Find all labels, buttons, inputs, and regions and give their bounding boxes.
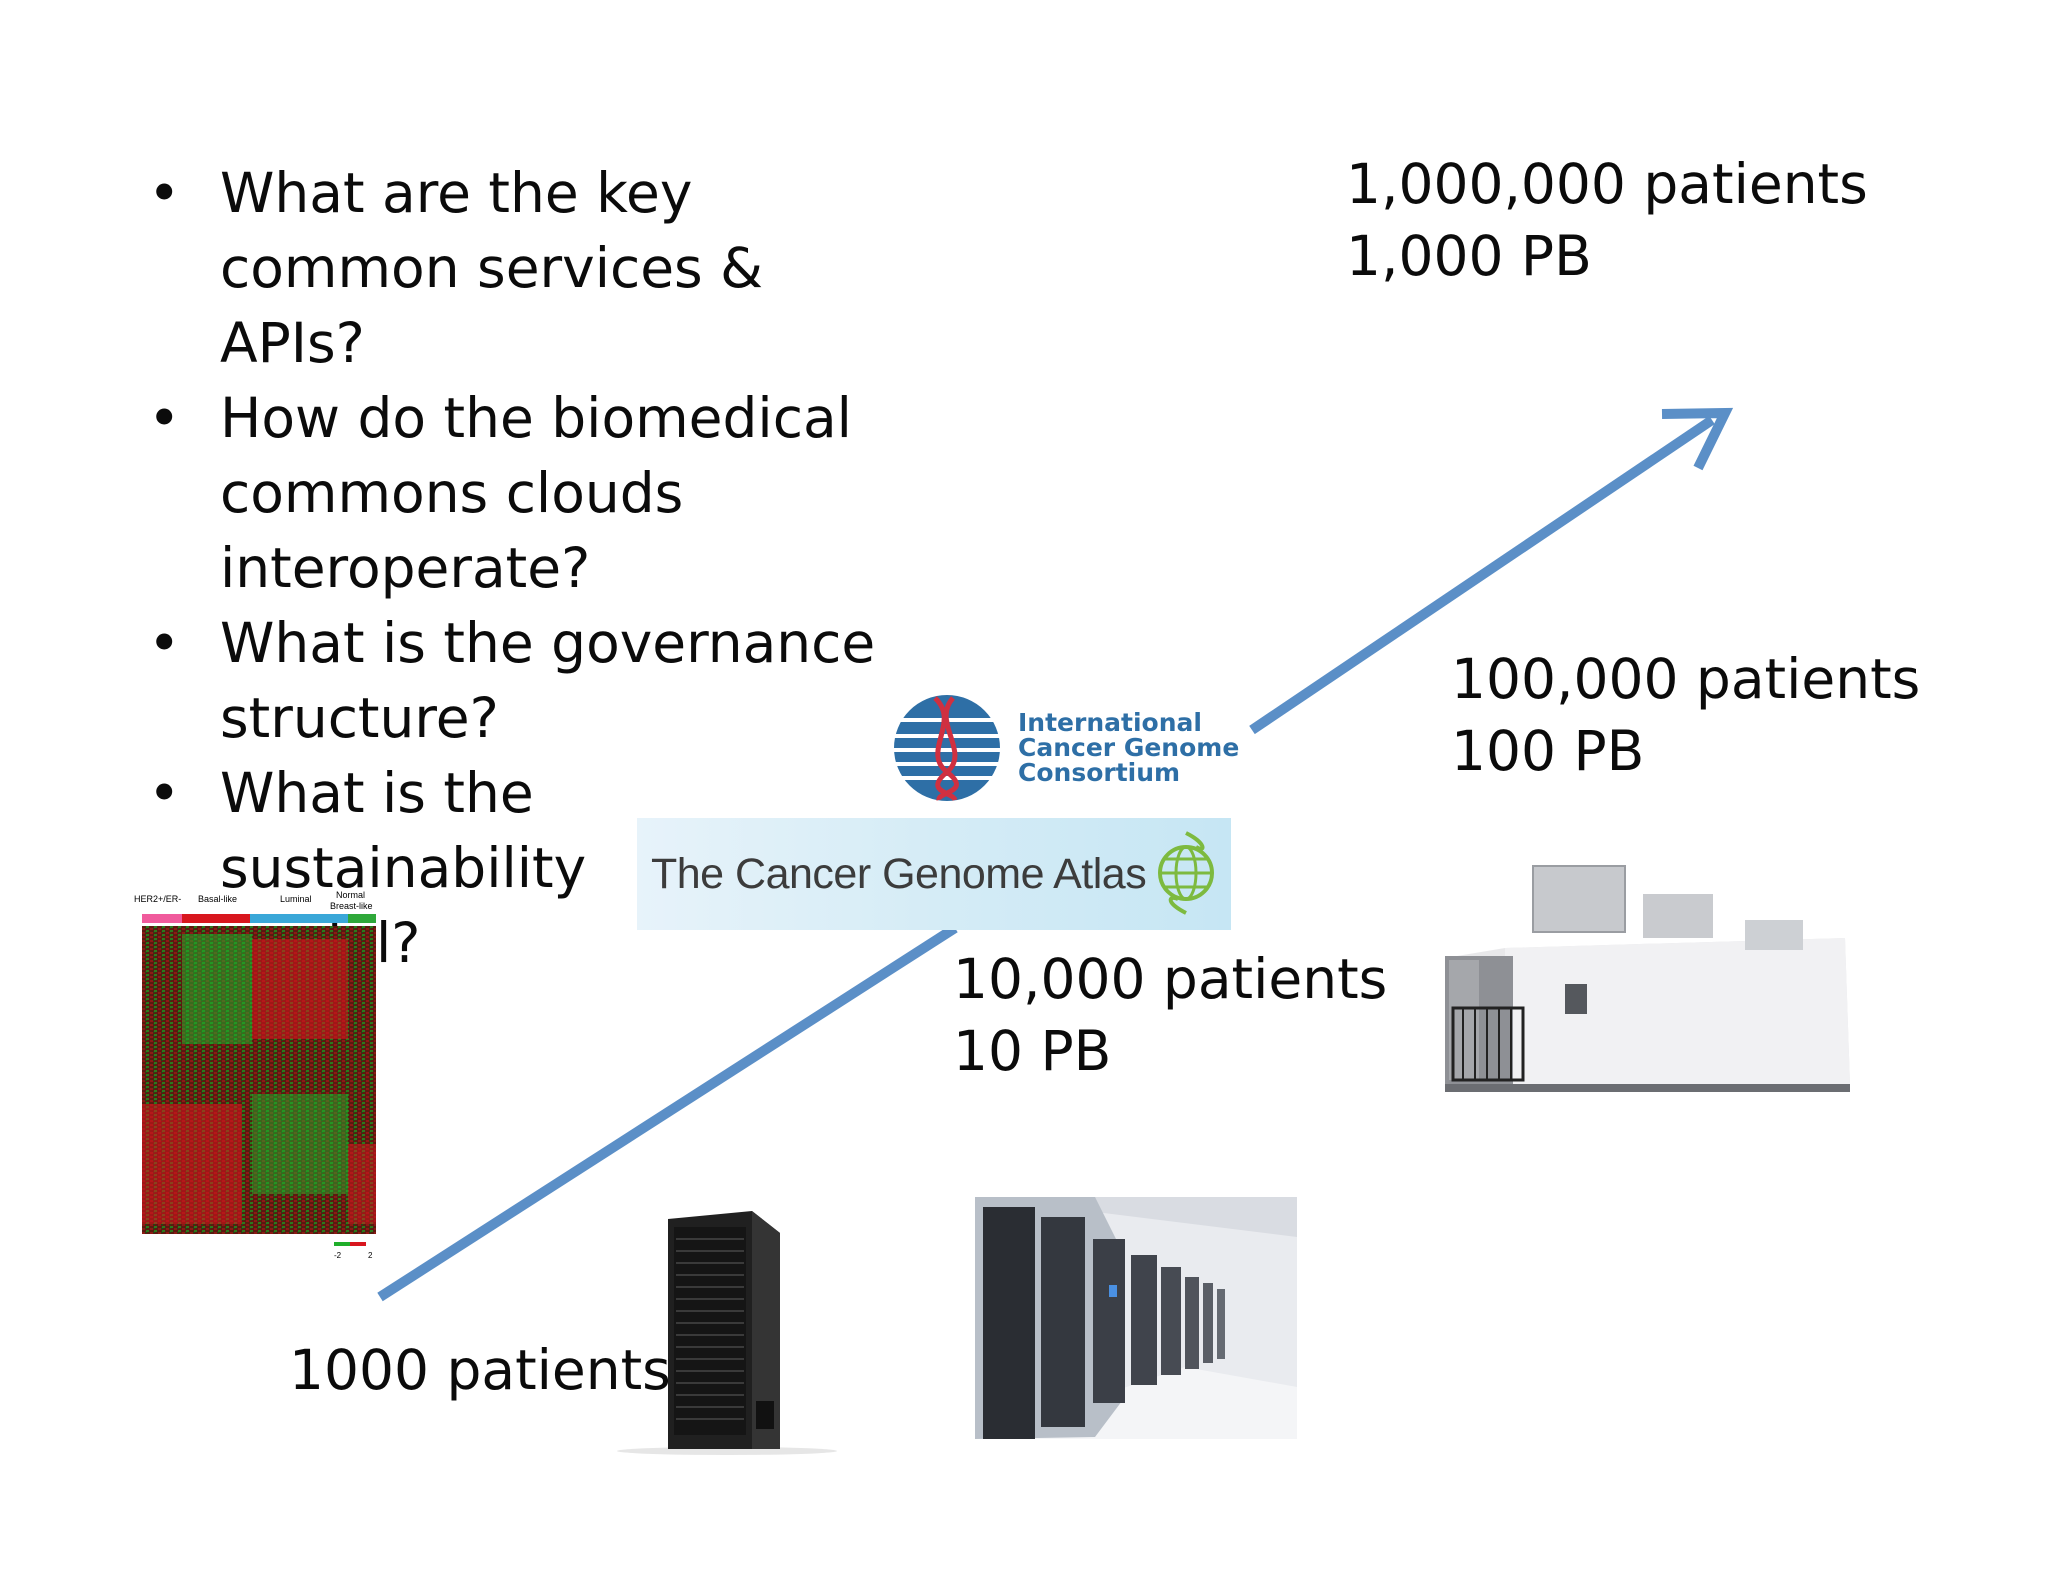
icgc-line-2: Cancer Genome (1018, 733, 1240, 762)
milestone-1m: 1,000,000 patients 1,000 PB (1346, 148, 1868, 292)
tcga-globe-icon (1158, 831, 1215, 915)
milestone-1m-storage: 1,000 PB (1346, 224, 1592, 288)
heatmap-label-luminal: Luminal (280, 894, 312, 904)
icgc-logo: International Cancer Genome Consortium (885, 690, 1255, 810)
heatmap-label-her2: HER2+/ER- (134, 894, 181, 904)
heatmap-scale-max: 2 (368, 1251, 373, 1260)
milestone-10k-patients: 10,000 patients (953, 947, 1388, 1011)
question-3: • What is the governance structure? (140, 606, 900, 756)
question-4-line-1: What is the sustainability (220, 761, 587, 900)
milestone-100k: 100,000 patients 100 PB (1451, 643, 1920, 787)
question-2-line-3: interoperate? (220, 536, 591, 600)
milestone-1000-patients: 1000 patients (289, 1338, 671, 1402)
heatmap-label-basal: Basal-like (198, 894, 237, 904)
icgc-line-1: International (1018, 708, 1202, 737)
milestone-1m-patients: 1,000,000 patients (1346, 152, 1868, 216)
arrow-shaft-upper (1249, 415, 1715, 735)
question-1-line-2: common services & APIs? (220, 236, 764, 375)
tcga-wordmark: The Cancer Genome Atlas (651, 849, 1147, 898)
expression-heatmap-image: HER2+/ER- Basal-like Luminal Normal Brea… (134, 890, 376, 1260)
question-2-line-2: commons clouds (220, 461, 684, 525)
bullet-dot: • (148, 761, 181, 825)
heatmap-label-breast-like: Breast-like (330, 901, 373, 911)
server-rack-image (617, 1211, 837, 1455)
icgc-wordmark: International Cancer Genome Consortium (1018, 710, 1239, 785)
icgc-line-3: Consortium (1018, 758, 1181, 787)
bullet-dot: • (148, 611, 181, 675)
question-2-line-1: How do the biomedical (220, 386, 852, 450)
question-2: • How do the biomedical commons clouds i… (140, 381, 900, 606)
bullet-dot: • (148, 386, 181, 450)
question-3-line-2: structure? (220, 686, 499, 750)
milestone-10k-storage: 10 PB (953, 1019, 1112, 1083)
icgc-globe-icon (893, 695, 1001, 802)
heatmap-scale-min: -2 (334, 1251, 342, 1260)
heatmap-label-normal: Normal (336, 890, 365, 900)
question-3-line-1: What is the governance (220, 611, 876, 675)
question-list: • What are the key common services & API… (140, 156, 900, 981)
data-center-image (975, 1197, 1297, 1439)
arrow-shaft-lower (377, 923, 958, 1302)
bullet-dot: • (148, 161, 181, 225)
milestone-1000: 1000 patients (289, 1334, 671, 1406)
container-datacenter-image (1445, 865, 1850, 1092)
question-1-line-1: What are the key (220, 161, 693, 225)
tcga-logo-banner: The Cancer Genome Atlas (637, 818, 1231, 930)
milestone-10k: 10,000 patients 10 PB (953, 943, 1387, 1087)
milestone-100k-patients: 100,000 patients (1451, 647, 1921, 711)
milestone-100k-storage: 100 PB (1451, 719, 1645, 783)
arrow-head (1661, 407, 1734, 471)
question-1: • What are the key common services & API… (140, 156, 900, 381)
